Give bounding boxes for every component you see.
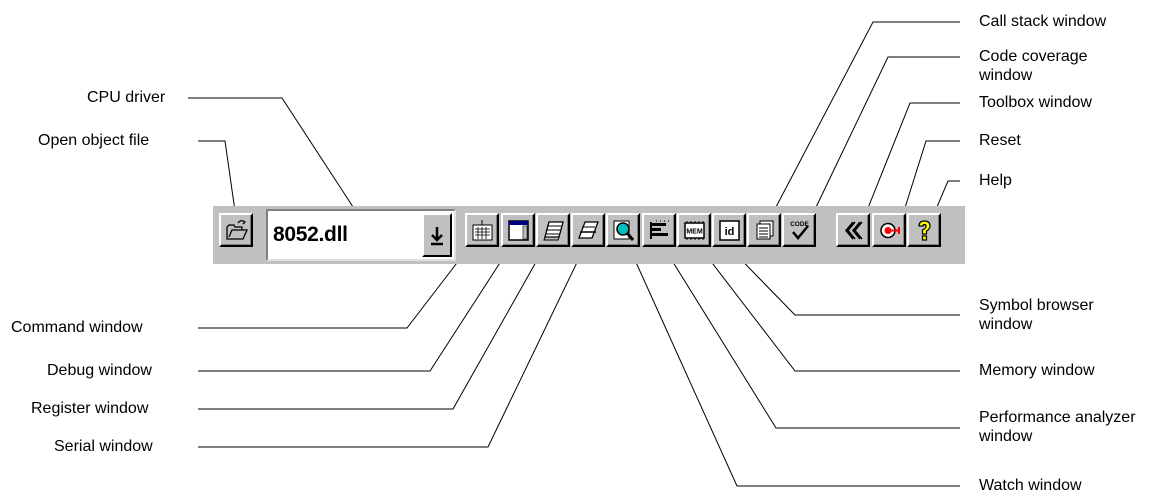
memory-icon-text: MEM [686, 229, 703, 236]
reset-button[interactable] [872, 213, 906, 247]
arrow-down-icon [431, 227, 443, 246]
serial-window-button[interactable] [571, 213, 605, 247]
command-window-label: Command window [11, 319, 143, 336]
serial-window-label: Serial window [54, 438, 153, 455]
open-object-file-leader [198, 140, 238, 226]
toolbox-window-label: Toolbox window [979, 94, 1092, 111]
cpu-driver-dropdown-button[interactable] [422, 213, 452, 257]
symbol-icon-text: id [725, 226, 735, 238]
command-window-button[interactable] [465, 213, 499, 247]
memory-window-leader [692, 237, 960, 372]
debug-window-icon [508, 220, 529, 241]
open-object-file-label: Open object file [38, 132, 150, 149]
performance-analyzer-window-button[interactable] [642, 213, 676, 247]
serial-window-icon [578, 221, 599, 239]
watch-window-label: Watch window [979, 477, 1082, 494]
code-coverage-window-leader [806, 56, 960, 227]
debug-window-leader [198, 254, 506, 372]
performance-analyzer-window-label: Performance analyzer window [979, 409, 1136, 445]
memory-chip-icon: MEM [684, 221, 705, 240]
call-stack-icon [756, 220, 774, 240]
call-stack-window-button[interactable] [747, 213, 781, 247]
command-window-leader [198, 254, 464, 329]
reset-label: Reset [979, 132, 1021, 149]
question-mark-icon [918, 220, 931, 241]
help-button[interactable] [907, 213, 941, 247]
memory-window-button[interactable]: MEM [677, 213, 711, 247]
code-coverage-icon: CODE [790, 221, 810, 240]
debug-window-button[interactable] [501, 213, 535, 247]
call-stack-window-leader [764, 21, 960, 229]
reset-leader [897, 140, 960, 231]
toolbox-window-button[interactable] [836, 213, 870, 247]
cpu-driver-value: 8052.dll [273, 223, 348, 246]
debug-window-label: Debug window [47, 362, 152, 379]
cpu-driver-leader [188, 97, 371, 234]
cpu-driver-combobox[interactable]: 8052.dll [266, 209, 456, 261]
code-icon-text: CODE [790, 221, 809, 228]
call-stack-window-label: Call stack window [979, 13, 1107, 30]
symbol-browser-icon: id [719, 220, 740, 241]
performance-analyzer-window-leader [657, 237, 960, 429]
toolbox-window-leader [859, 102, 960, 229]
debugger-toolbar: 8052.dll [213, 206, 965, 264]
double-chevron-left-icon [845, 221, 863, 240]
symbol-browser-window-label: Symbol browser window [979, 297, 1094, 333]
code-coverage-window-button[interactable]: CODE [782, 213, 816, 247]
reset-icon [880, 222, 900, 239]
memory-window-label: Memory window [979, 362, 1095, 379]
watch-window-icon [613, 220, 635, 241]
cpu-driver-label: CPU driver [87, 89, 166, 106]
performance-analyzer-icon [650, 220, 669, 239]
watch-window-leader [624, 237, 960, 487]
help-label: Help [979, 172, 1012, 189]
serial-window-leader [198, 249, 584, 448]
code-coverage-window-label: Code coverage window [979, 48, 1088, 84]
watch-window-button[interactable] [606, 213, 640, 247]
register-window-button[interactable] [536, 213, 570, 247]
command-window-icon [472, 220, 493, 241]
register-window-leader [198, 254, 541, 410]
register-window-icon [543, 221, 564, 241]
register-window-label: Register window [31, 400, 149, 417]
open-folder-icon [226, 220, 249, 240]
open-object-file-button[interactable] [219, 213, 253, 247]
symbol-browser-window-button[interactable]: id [712, 213, 746, 247]
